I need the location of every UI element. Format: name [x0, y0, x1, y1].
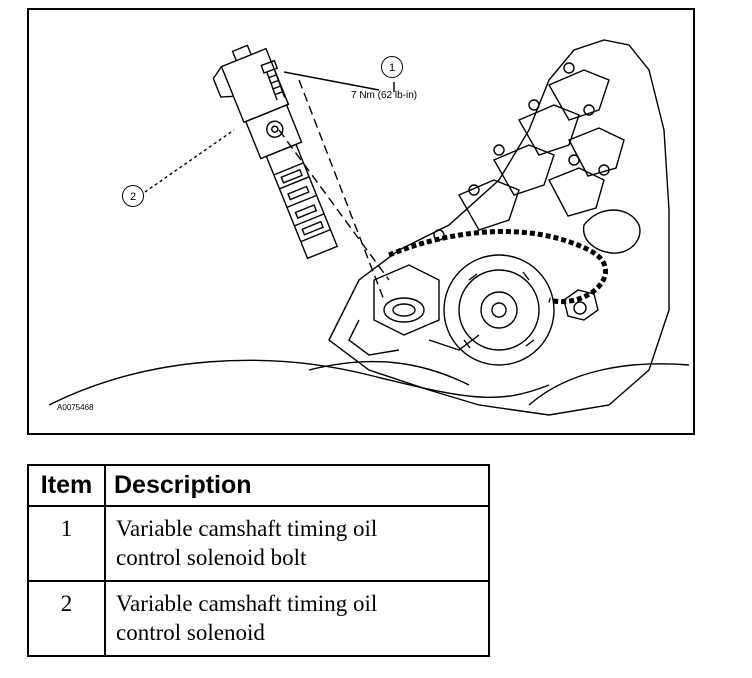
description-line: control solenoid — [116, 620, 265, 645]
description-line: Variable camshaft timing oil — [116, 516, 378, 541]
callout-2: 2 — [122, 185, 144, 207]
item-description: Variable camshaft timing oil control sol… — [104, 505, 490, 582]
figure-id: A0075468 — [57, 403, 94, 412]
description-line: Variable camshaft timing oil — [116, 591, 378, 616]
item-description: Variable camshaft timing oil control sol… — [104, 580, 490, 657]
legend-table: Item Description 1 Variable camshaft tim… — [27, 464, 490, 657]
torque-spec: 7 Nm (62 lb-in) — [351, 90, 418, 101]
description-header: Description — [104, 464, 490, 507]
figure-frame: 1 7 Nm (62 lb-in) 2 A0075468 — [27, 8, 695, 435]
item-header: Item — [27, 464, 106, 507]
callout-1: 1 — [381, 56, 403, 78]
item-number: 2 — [27, 580, 106, 657]
item-number: 1 — [27, 505, 106, 582]
legend-header-row: Item Description — [27, 464, 490, 507]
engine-illustration — [48, 39, 690, 416]
description-line: control solenoid bolt — [116, 545, 307, 570]
legend-row: 2 Variable camshaft timing oil control s… — [27, 580, 490, 657]
legend-row: 1 Variable camshaft timing oil control s… — [27, 505, 490, 582]
